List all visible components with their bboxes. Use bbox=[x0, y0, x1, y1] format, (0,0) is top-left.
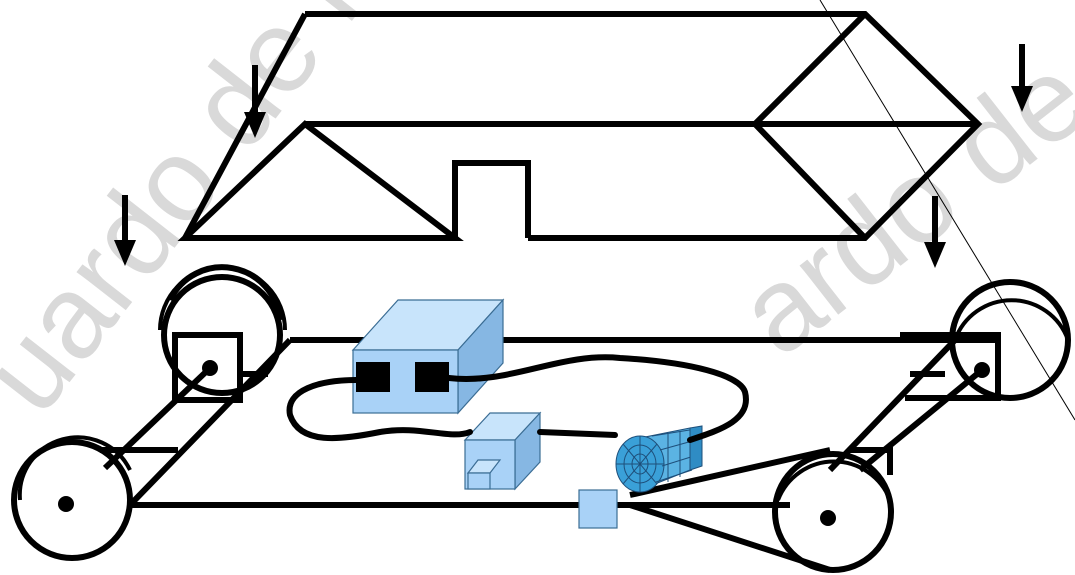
driver-module bbox=[463, 411, 542, 491]
cover-shell bbox=[177, 11, 983, 241]
connector-port bbox=[415, 362, 449, 392]
wiring bbox=[286, 354, 749, 443]
sensor-square bbox=[578, 489, 618, 529]
down-arrow-icon bbox=[244, 65, 266, 138]
down-arrow-icon bbox=[924, 196, 946, 268]
down-arrow-icon bbox=[1011, 44, 1033, 112]
wheel-back-right bbox=[858, 279, 1071, 473]
motor bbox=[615, 425, 703, 493]
wheel-front-right bbox=[629, 447, 894, 573]
connector-port bbox=[356, 362, 390, 392]
wheel-front-left bbox=[11, 435, 180, 561]
guide-line bbox=[819, 0, 1075, 421]
down-arrow-icon bbox=[114, 195, 136, 266]
control-box bbox=[351, 298, 505, 415]
